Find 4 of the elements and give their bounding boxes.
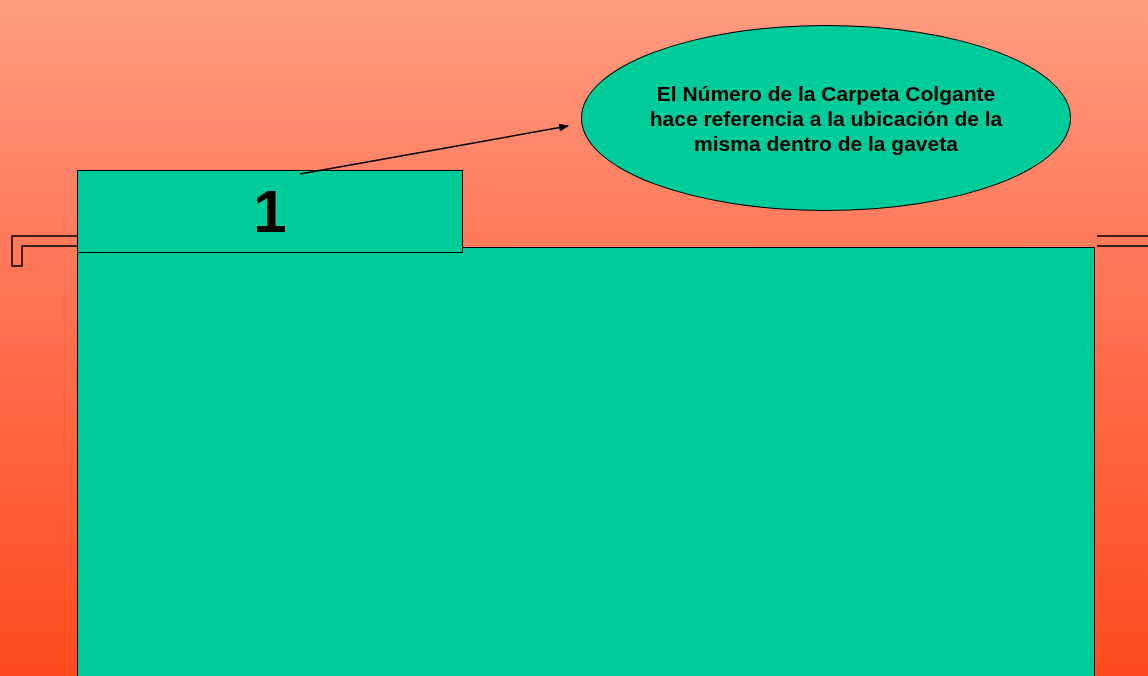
folder-tab: 1 [77, 170, 463, 253]
folder-body [77, 247, 1095, 676]
arrow [299, 123, 569, 175]
callout-ellipse: El Número de la Carpeta Colgante hace referencia a la ubicación de la misma dentro de la gaveta [581, 25, 1071, 211]
